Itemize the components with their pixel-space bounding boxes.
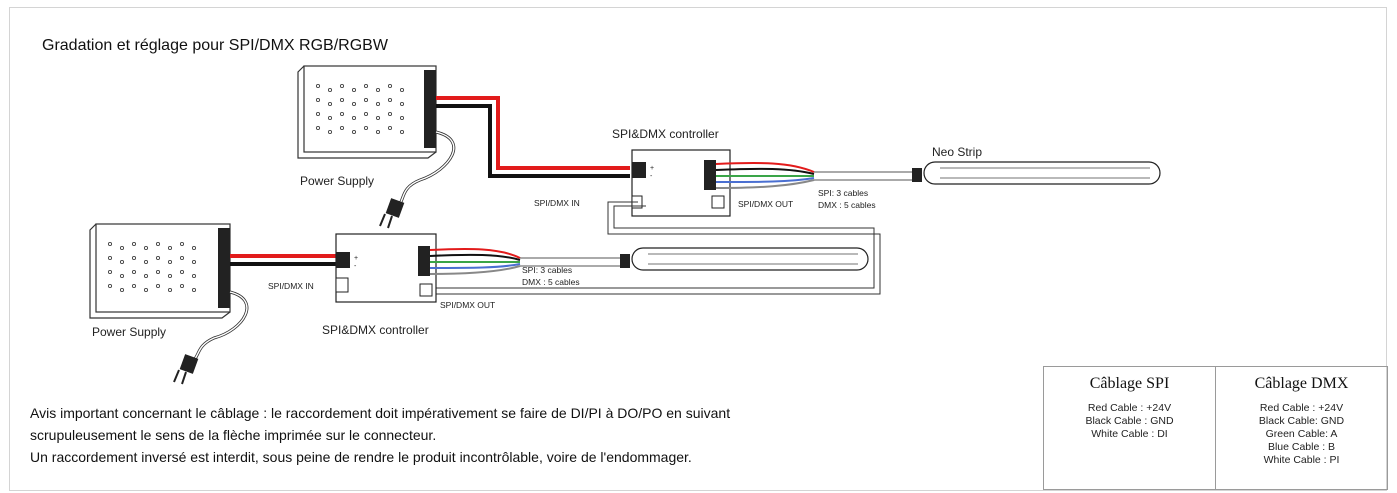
notice-line-1: Avis important concernant le câblage : l…	[30, 405, 731, 421]
spi-wiring-line: White Cable : DI	[1091, 428, 1168, 440]
bottom-power-supply-label: Power Supply	[92, 325, 166, 339]
dmx-wiring-line: Green Cable: A	[1265, 428, 1338, 440]
svg-text:-: -	[354, 263, 357, 270]
spi-wiring-column: Câblage SPI Red Cable : +24V Black Cable…	[1044, 367, 1215, 489]
bottom-controller: + -	[335, 233, 437, 303]
bottom-controller-label: SPI&DMX controller	[322, 323, 429, 337]
top-spi-cables: SPI: 3 cables	[818, 188, 868, 198]
dmx-wiring-column: Câblage DMX Red Cable : +24V Black Cable…	[1215, 367, 1387, 489]
top-neo-strip	[923, 161, 1161, 185]
top-controller: + -	[631, 149, 731, 217]
page-title: Gradation et réglage pour SPI/DMX RGB/RG…	[42, 37, 388, 54]
dmx-wiring-title: Câblage DMX	[1254, 375, 1349, 392]
dmx-wiring-line: Red Cable : +24V	[1259, 402, 1344, 414]
bottom-out-label: SPI/DMX OUT	[440, 300, 495, 310]
bottom-in-label: SPI/DMX IN	[268, 281, 314, 291]
top-out-label: SPI/DMX OUT	[738, 199, 793, 209]
top-controller-label: SPI&DMX controller	[612, 127, 719, 141]
top-power-supply-label: Power Supply	[300, 174, 374, 188]
svg-text:-: -	[650, 173, 653, 180]
bottom-power-supply	[89, 223, 249, 385]
bottom-neo-strip	[631, 247, 869, 271]
wiring-table: Câblage SPI Red Cable : +24V Black Cable…	[1043, 366, 1388, 490]
top-dmx-cables: DMX : 5 cables	[818, 200, 876, 210]
svg-text:+: +	[354, 255, 358, 262]
dmx-wiring-line: Blue Cable : B	[1267, 441, 1336, 453]
dmx-wiring-line: Black Cable: GND	[1258, 415, 1345, 427]
spi-wiring-line: Black Cable : GND	[1085, 415, 1174, 427]
bottom-dmx-cables: DMX : 5 cables	[522, 277, 580, 287]
top-in-label: SPI/DMX IN	[534, 198, 580, 208]
top-strip-label: Neo Strip	[932, 145, 982, 159]
wiring-notice: Avis important concernant le câblage : l…	[30, 402, 1020, 468]
spi-wiring-line: Red Cable : +24V	[1087, 402, 1172, 414]
top-power-supply	[297, 65, 456, 229]
svg-text:+: +	[650, 165, 654, 172]
spi-wiring-title: Câblage SPI	[1089, 375, 1170, 392]
notice-line-3: Un raccordement inversé est interdit, so…	[30, 449, 692, 465]
page-frame	[9, 7, 1387, 491]
bottom-spi-cables: SPI: 3 cables	[522, 265, 572, 275]
dmx-wiring-line: White Cable : PI	[1263, 454, 1340, 466]
notice-line-2: scrupuleusement le sens de la flèche imp…	[30, 427, 437, 443]
